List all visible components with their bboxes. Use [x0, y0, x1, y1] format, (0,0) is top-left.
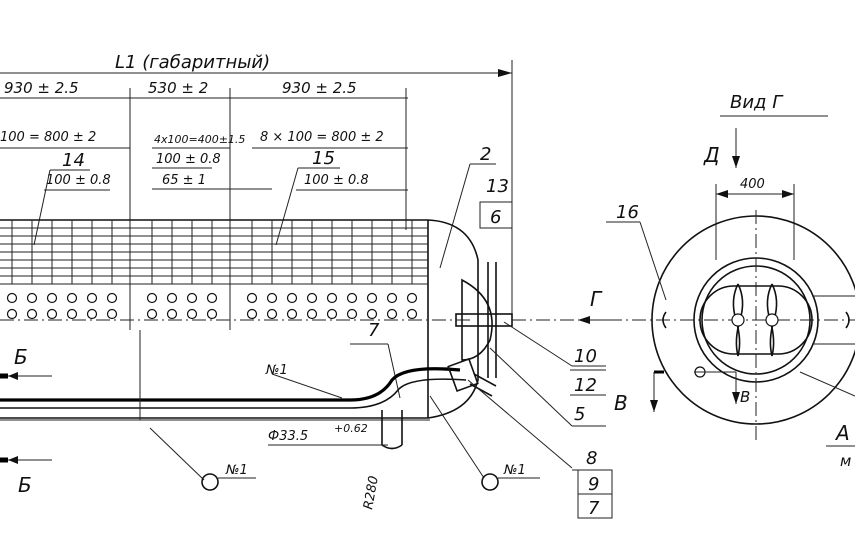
label-m: м [840, 452, 851, 470]
dim-radius: R280 [361, 475, 382, 511]
dim-930-right: 930 ± 2.5 [282, 79, 357, 97]
section-markers: Б Б [0, 345, 52, 497]
callouts-top: 14 15 2 13 6 [33, 144, 513, 269]
dim-100-08-mid: 100 ± 0.8 [156, 152, 221, 167]
dim-diameter: Ф33.5 [268, 429, 308, 444]
dim-4x100: 4x100=400±1.5 [154, 133, 245, 146]
view-title: Вид Г [730, 92, 784, 113]
callout-6: 6 [490, 207, 501, 228]
section-b-upper: Б [14, 345, 28, 369]
callout-5: 5 [574, 404, 585, 425]
callout-14: 14 [62, 150, 85, 171]
label-n1-right: №1 [503, 463, 526, 478]
callout-8: 8 [586, 448, 597, 469]
callout-7: 7 [368, 320, 380, 341]
arrow-v-large: В [614, 391, 628, 415]
callout-15: 15 [312, 148, 335, 169]
dim-100-800-left: 100 = 800 ± 2 [0, 130, 96, 145]
dimension-row-100s: 100 = 800 ± 2 4x100=400±1.5 8 × 100 = 80… [0, 130, 408, 191]
dim-530: 530 ± 2 [148, 79, 208, 97]
heat-exchanger-body [0, 219, 479, 419]
dim-8x100: 8 × 100 = 800 ± 2 [260, 130, 384, 145]
arrow-g-label: Г [590, 287, 603, 311]
callout-2: 2 [480, 144, 491, 165]
hole-rows [0, 292, 470, 321]
overall-length-label: L1 (габаритный) [115, 52, 270, 73]
dim-400: 400 [740, 177, 765, 192]
overall-length-dimension: L1 (габаритный) [0, 52, 513, 320]
arrow-g: Г [578, 287, 620, 324]
dim-tolerance: +0.62 [334, 422, 368, 435]
callout-16: 16 [616, 202, 639, 223]
callout-12: 12 [574, 375, 597, 396]
section-b-lower: Б [18, 473, 32, 497]
callout-13: 13 [486, 176, 509, 197]
arrow-v-small: В [740, 388, 750, 406]
arrow-d-label: Д [703, 143, 720, 167]
dim-100-08-left: 100 ± 0.8 [46, 173, 111, 188]
pipe-assembly: №1 [0, 330, 497, 450]
dimension-row-930-530-930: 930 ± 2.5 530 ± 2 930 ± 2.5 [0, 79, 408, 330]
callout-7b: 7 [588, 498, 600, 519]
callout-10: 10 [574, 346, 597, 367]
end-flange [455, 262, 855, 378]
lower-annotations: Ф33.5 +0.62 R280 №1 №1 8 9 7 [149, 379, 613, 519]
dim-65: 65 ± 1 [162, 173, 206, 188]
label-a: А [834, 421, 850, 445]
label-n1-left: №1 [225, 463, 248, 478]
dim-930-left: 930 ± 2.5 [4, 79, 79, 97]
callout-9: 9 [588, 474, 599, 495]
dim-100-08-right: 100 ± 0.8 [304, 173, 369, 188]
view-g: Вид Г Д 400 16 В [606, 92, 855, 470]
label-n1-upper: №1 [265, 363, 288, 378]
